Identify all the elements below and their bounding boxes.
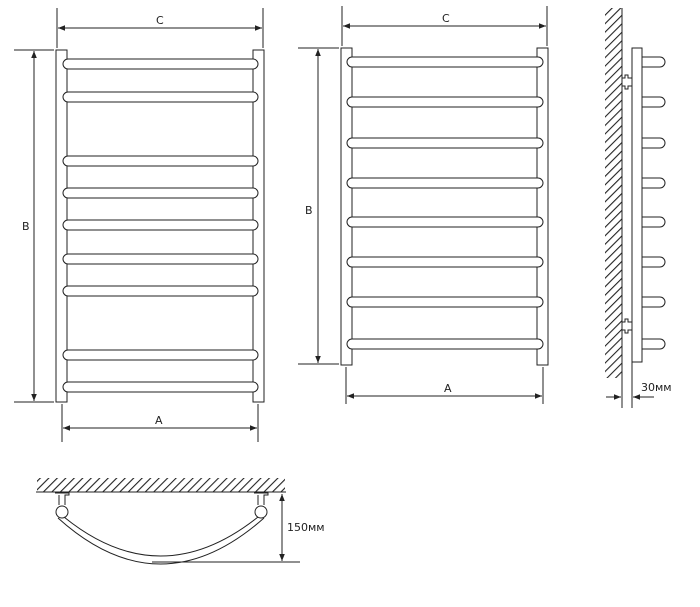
label-30mm: 30мм	[641, 381, 672, 394]
crossbar	[346, 137, 544, 149]
crossbar	[346, 56, 544, 68]
crossbar-profile	[642, 137, 666, 149]
crossbar	[62, 381, 259, 393]
label-a: A	[155, 414, 163, 427]
crossbar	[346, 177, 544, 189]
rail-right-end	[254, 505, 268, 519]
crossbar	[62, 219, 259, 231]
crossbar	[62, 155, 259, 167]
crossbar	[62, 253, 259, 265]
crossbar	[62, 91, 259, 103]
crossbar-profile	[642, 256, 666, 268]
side-view: 30мм	[605, 8, 672, 408]
curved-rail-inner	[63, 516, 259, 557]
crossbar	[346, 216, 544, 228]
crossbar-profile	[642, 296, 666, 308]
label-c: C	[442, 12, 450, 25]
wall-bracket-bottom	[622, 318, 632, 334]
right-rail	[536, 47, 549, 366]
crossbar-profile	[642, 338, 666, 350]
front-view-1: C B A	[14, 8, 265, 442]
left-rail	[340, 47, 353, 366]
label-b: B	[22, 220, 30, 233]
wall-hatch	[605, 8, 622, 378]
wall-bracket-top	[622, 74, 632, 90]
crossbar	[62, 58, 259, 70]
crossbar	[62, 187, 259, 199]
label-b: B	[305, 204, 313, 217]
bracket-right	[254, 492, 269, 505]
label-c: C	[156, 14, 164, 27]
crossbar	[346, 256, 544, 268]
bracket-left	[55, 492, 70, 505]
side-rail	[631, 47, 643, 363]
crossbar	[346, 338, 544, 350]
wall-hatch	[37, 478, 285, 492]
crossbar-profile	[642, 56, 666, 68]
rail-left-end	[55, 505, 69, 519]
crossbar-profile	[642, 96, 666, 108]
crossbar	[62, 285, 259, 297]
curved-rail-outer	[57, 517, 265, 565]
crossbar-profile	[642, 216, 666, 228]
top-view: 150мм	[36, 478, 325, 565]
crossbar	[346, 296, 544, 308]
label-150mm: 150мм	[287, 521, 325, 534]
crossbar-profile	[642, 177, 666, 189]
front-view-2: C B A	[298, 6, 549, 404]
label-a: A	[444, 382, 452, 395]
crossbar	[346, 96, 544, 108]
crossbar	[62, 349, 259, 361]
